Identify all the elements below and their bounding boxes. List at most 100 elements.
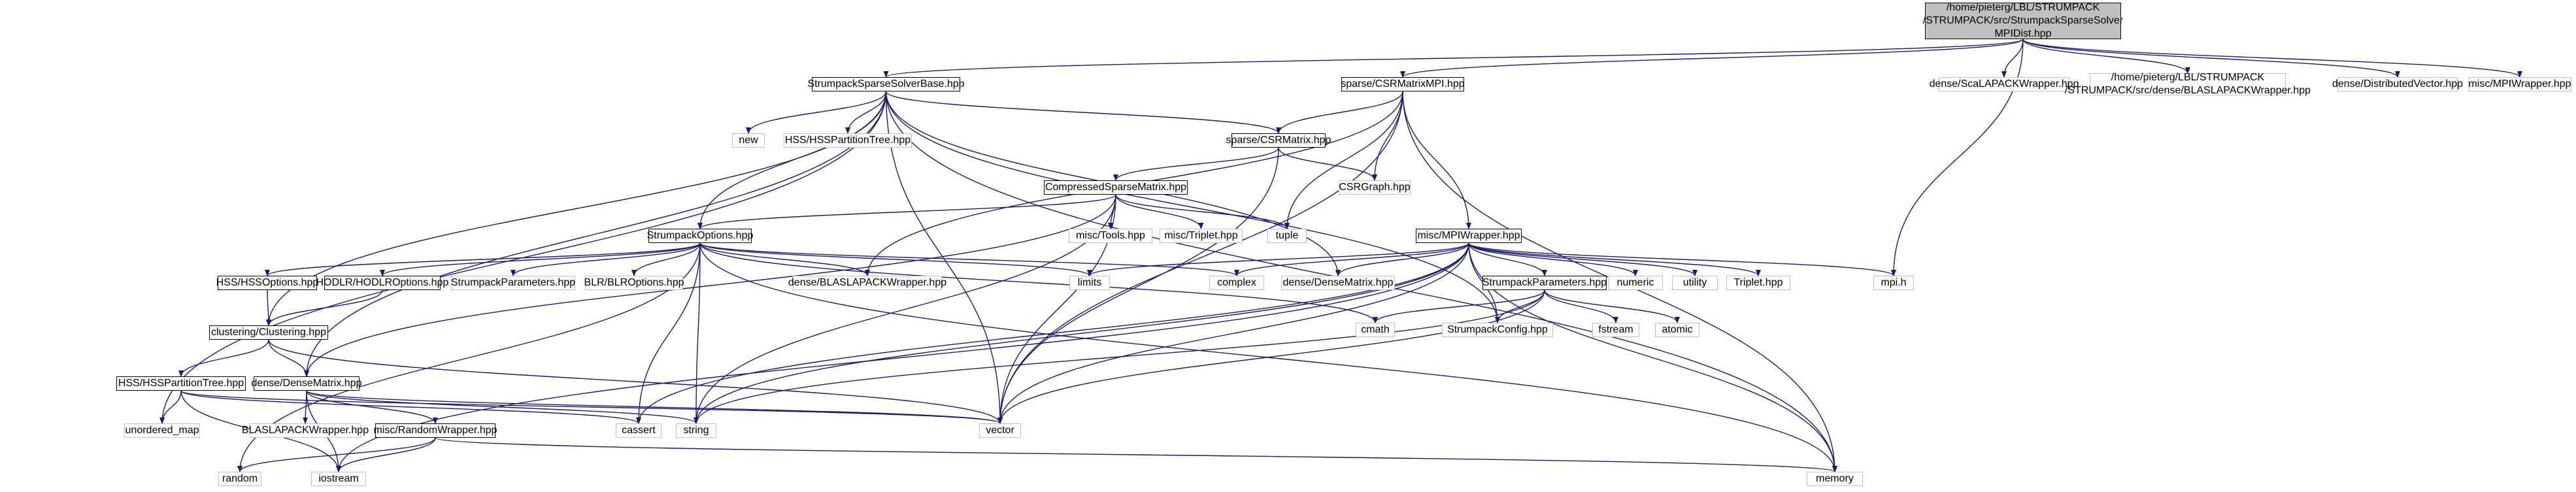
edge-options-to-hssoptions [265, 242, 701, 276]
edge-mpiwrapper-to-cassert [636, 242, 1469, 424]
edge-csr-to-compressed [1113, 147, 1279, 181]
edge-mpiwrapper-to-utility [1468, 242, 1698, 276]
edge-densematrix-to-randomwrapper [306, 390, 438, 424]
edge-options-to-cmath [699, 242, 1378, 323]
edge-densematrix-to-vector [306, 390, 1003, 424]
csrgraph-node: CSRGraph.hpp [1339, 180, 1411, 195]
edge-clustering-to-vector [268, 339, 1003, 424]
edge-mpiwrapper-to-numeric [1468, 242, 1638, 276]
edge-compressed-to-options [697, 194, 1116, 229]
edge-root-to-blaslapack_root [2022, 39, 2190, 74]
tuple-header-node: tuple [1267, 229, 1307, 243]
hssoptions-node[interactable]: HSS/HSSOptions.hpp [216, 276, 318, 290]
edge-mpiwrapper-to-limits [1087, 242, 1469, 276]
fstream-header-node: fstream [1592, 323, 1639, 337]
densematrix-node[interactable]: dense/DenseMatrix.hpp [252, 376, 362, 391]
edge-randomwrapper-to-random [237, 437, 436, 472]
distributedvector-node: dense/DistributedVector.hpp [2332, 77, 2463, 91]
strumpackconfig-node: StrumpackConfig.hpp [1442, 323, 1553, 337]
compressedsparsematrix-node[interactable]: CompressedSparseMatrix.hpp [1044, 180, 1188, 195]
edge-csr-to-csrgraph [1278, 147, 1377, 181]
edge-options-to-blaslapack [699, 242, 870, 276]
edge-options-to-sparams_ext [510, 242, 701, 276]
edge-options-to-hodlroptions [380, 242, 701, 276]
vector-header-node: vector [979, 423, 1021, 438]
edge-options-to-limits [699, 242, 1092, 276]
edge-root-to-sssbase [884, 39, 2024, 78]
strumpackparameters-node[interactable]: StrumpackParameters.hpp [1482, 276, 1607, 290]
edge-root-to-mpiwrap_top [2022, 39, 2522, 78]
edge-clustering-to-densematrix [268, 339, 309, 377]
edge-root-to-mpih [1891, 39, 2024, 276]
edge-randomwrapper-to-memory [435, 437, 1837, 472]
edge-sparams-to-vector [997, 289, 1545, 424]
edge-root-to-distvec [2022, 39, 2400, 78]
misc-triplet-node: misc/Triplet.hpp [1160, 229, 1243, 243]
csrmatrixmpi-node[interactable]: sparse/CSRMatrixMPI.hpp [1341, 77, 1465, 91]
edge-options-to-blroptions [631, 242, 701, 276]
new-header-node: new [732, 133, 765, 148]
edge-sssbase-to-hsspt_top [845, 91, 887, 134]
memory-header-node: memory [1807, 472, 1863, 486]
edge-csrmpi-to-tuple [1284, 91, 1403, 229]
edge-mpiwrapper-to-triplet [1468, 242, 1761, 276]
complex-header-node: complex [1209, 276, 1264, 290]
scalapackwrapper-node: dense/ScaLAPACKWrapper.hpp [1930, 77, 2079, 91]
edge-mpiwrapper-to-sparams [1468, 242, 1547, 276]
edge-sparams-to-atomic [1544, 289, 1680, 323]
misc-tools-node: misc/Tools.hpp [1069, 229, 1152, 243]
edge-options-to-string [694, 242, 701, 424]
edge-sssbase-to-clustering [266, 91, 887, 326]
edge-options-to-cassert [636, 242, 701, 424]
edge-sparams-to-fstream [1544, 289, 1618, 323]
header-root-file-node[interactable]: /home/pieterg/LBL/STRUMPACK /STRUMPACK/s… [1922, 2, 2124, 39]
bloptions-node: BLR/BLROptions.hpp [584, 276, 684, 290]
mpi-h-node: mpi.h [1873, 276, 1914, 290]
edge-densematrix-to-string [306, 390, 699, 424]
hodlroptions-node[interactable]: HODLR/HODLROptions.hpp [316, 276, 448, 290]
edge-options-to-complex [699, 242, 1239, 276]
misc-mpiwrapper-node[interactable]: misc/MPIWrapper.hpp [1416, 229, 1522, 243]
edge-clustering-to-hsspt [178, 339, 269, 377]
random-header-node: random [218, 472, 261, 486]
unordered-map-header-node: unordered_map [124, 423, 200, 438]
edge-mpiwrapper-to-string [694, 242, 1469, 424]
edge-sssbase-to-csr [885, 91, 1281, 134]
edge-compressed-to-triplet_misc [1115, 194, 1204, 229]
edge-csrmpi-to-csr [1276, 91, 1403, 134]
edge-csr-to-vector [997, 147, 1279, 424]
strumpackoptions-node[interactable]: StrumpackOptions.hpp [647, 229, 753, 243]
edge-compressed-to-densematrix [304, 194, 1116, 377]
csrmatrix-node[interactable]: sparse/CSRMatrix.hpp [1226, 133, 1331, 148]
edge-csrmpi-to-vector [997, 91, 1403, 424]
blaslapackwrapper2-node: BLASLAPACKWrapper.hpp [242, 423, 369, 438]
hsspartitiontree-ext-node: HSS/HSSPartitionTree.hpp [784, 133, 912, 148]
edge-hsspt-to-vector [180, 390, 1003, 424]
iostream-header-node: iostream [311, 472, 366, 486]
cassert-header-node: cassert [616, 423, 661, 438]
edge-mpiwrapper-to-complex [1234, 242, 1469, 276]
cmath-header-node: cmath [1356, 323, 1395, 337]
edge-root-to-scalapack [2001, 39, 2024, 78]
strumpacksparsesolverbase-node[interactable]: StrumpackSparseSolverBase.hpp [807, 77, 965, 91]
strumpackparameters-ext-node: StrumpackParameters.hpp [451, 276, 575, 290]
atomic-header-node: atomic [1655, 323, 1699, 337]
edge-sparams-to-string [694, 289, 1545, 424]
hsspartitiontree-node[interactable]: HSS/HSSPartitionTree.hpp [116, 376, 246, 391]
utility-header-node: utility [1672, 276, 1718, 290]
randomwrapper-node[interactable]: misc/RandomWrapper.hpp [373, 423, 497, 438]
misc-mpiwrapper-top-node: misc/MPIWrapper.hpp [2468, 77, 2571, 91]
edge-root-to-csrmpi [1400, 39, 2024, 78]
edge-sparams-to-cmath [1373, 289, 1545, 323]
edge-mpiwrapper-to-densematrix_ext [1335, 242, 1469, 276]
edge-mpiwrapper-to-mpih [1468, 242, 1896, 276]
clustering-node[interactable]: clustering/Clustering.hpp [209, 325, 328, 340]
edge-hsspt-to-unordered_map [159, 390, 182, 424]
edge-sssbase-to-config [885, 91, 1500, 323]
triplet-node: Triplet.hpp [1726, 276, 1790, 290]
edge-sssbase-to-vector [885, 91, 1003, 424]
numeric-header-node: numeric [1608, 276, 1663, 290]
edge-sssbase-to-new [746, 91, 887, 134]
densematrix-ext-node: dense/DenseMatrix.hpp [1281, 276, 1395, 290]
